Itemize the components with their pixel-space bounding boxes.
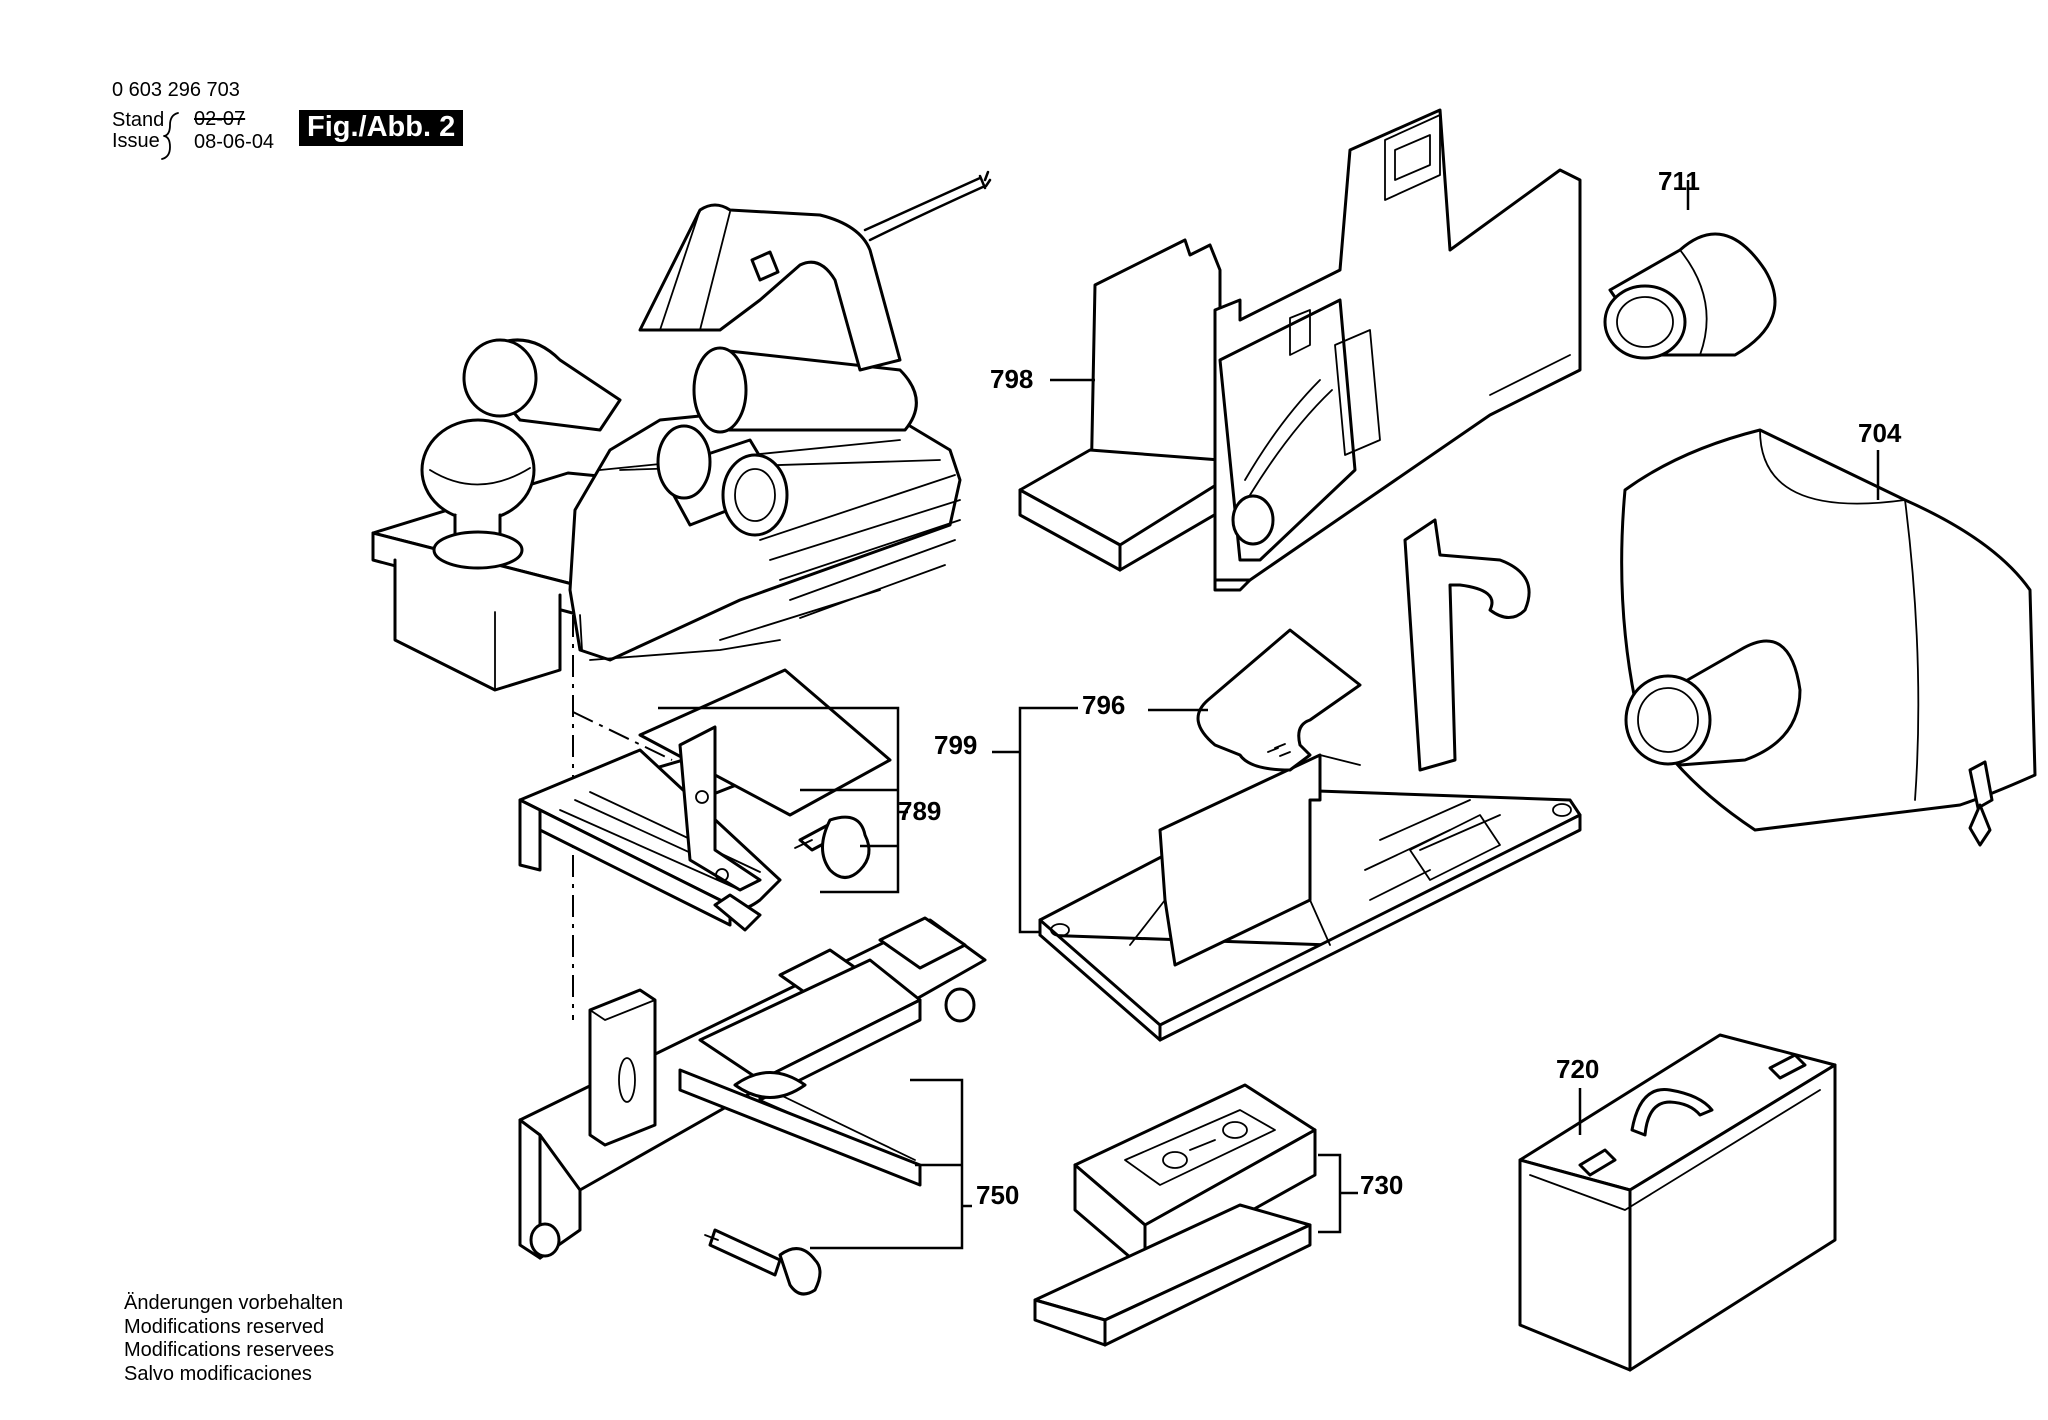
leader-799 bbox=[1018, 706, 1078, 934]
stand-798 bbox=[1018, 108, 1582, 592]
leader-789 bbox=[658, 706, 900, 894]
issue-value: 08-06-04 bbox=[194, 131, 275, 153]
part-label-730: 730 bbox=[1360, 1170, 1404, 1200]
carrying-case-720 bbox=[1518, 1033, 1837, 1372]
stand-value: 02-07 bbox=[194, 108, 246, 130]
footer-line: Modifications reserved bbox=[124, 1315, 325, 1338]
part-label-704: 704 bbox=[1858, 418, 1902, 448]
plate-796 bbox=[1196, 628, 1362, 772]
parallel-guide-789 bbox=[518, 668, 892, 932]
planer-body bbox=[371, 170, 992, 692]
stand-label: Stand bbox=[112, 109, 165, 131]
dust-bag-704 bbox=[1620, 428, 2037, 847]
header-brace bbox=[161, 112, 179, 160]
part-label-711: 711 bbox=[1658, 166, 1700, 196]
part-label-796: 796 bbox=[1082, 690, 1126, 720]
part-label-720: 720 bbox=[1556, 1054, 1600, 1084]
footer-line: Modifications reservees bbox=[124, 1339, 335, 1361]
footer-line: Änderungen vorbehalten bbox=[124, 1292, 344, 1314]
dust-adapter-711 bbox=[1603, 232, 1777, 360]
figure-label: Fig./Abb. 2 bbox=[299, 110, 464, 146]
leader-730 bbox=[1318, 1153, 1342, 1234]
part-label-799: 799 bbox=[934, 730, 978, 760]
footer-line: Salvo modificaciones bbox=[124, 1362, 312, 1385]
part-label-750: 750 bbox=[976, 1180, 1020, 1210]
block-set-730 bbox=[1033, 1083, 1317, 1347]
part-label-798: 798 bbox=[990, 364, 1034, 394]
guide-assembly-750 bbox=[518, 916, 987, 1296]
stand-799 bbox=[1038, 518, 1582, 1042]
part-number: 0 603 296 703 bbox=[112, 79, 240, 101]
assembly-axis bbox=[572, 711, 673, 761]
footer-notes: Änderungen vorbehalten Modifications res… bbox=[124, 1292, 343, 1386]
issue-label: Issue bbox=[112, 130, 160, 152]
